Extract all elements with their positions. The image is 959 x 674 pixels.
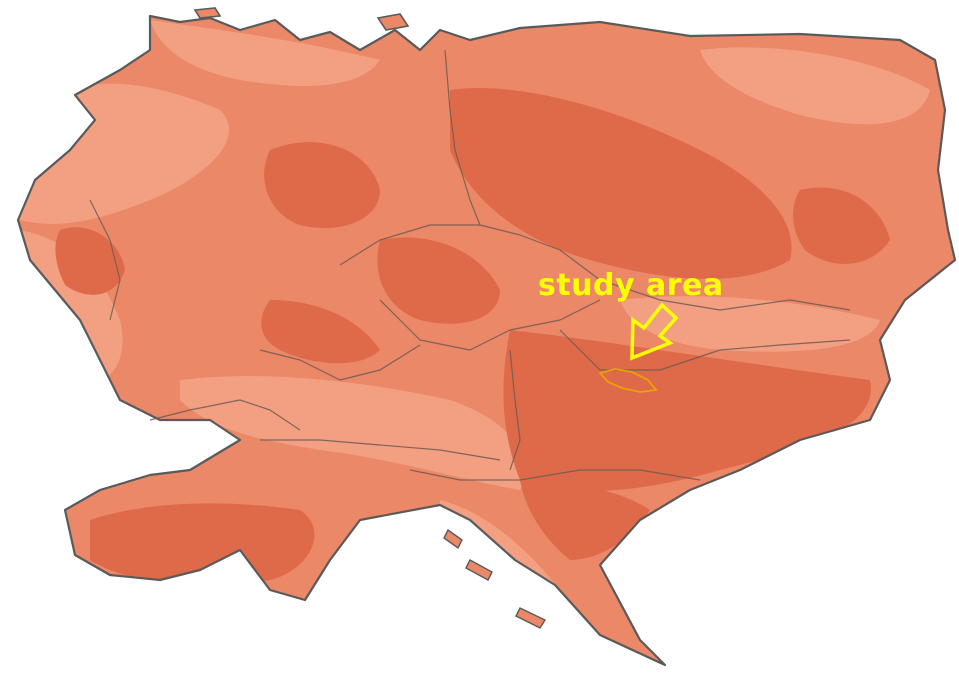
dark-zone-po-valley bbox=[90, 503, 315, 585]
dark-zone-germany-south bbox=[261, 300, 380, 364]
shading-zones bbox=[20, 20, 930, 619]
island-adriatic-1 bbox=[443, 528, 463, 550]
border-slovakia-hungary bbox=[559, 329, 851, 371]
light-zone-north-coast bbox=[150, 20, 380, 86]
border-poland-slovakia bbox=[599, 279, 851, 311]
border-czechia-poland bbox=[519, 234, 601, 281]
border-germany-poland bbox=[444, 49, 481, 226]
island-north-2 bbox=[376, 13, 410, 31]
dark-zone-bohemia bbox=[377, 237, 500, 324]
light-zone-carpathian bbox=[620, 296, 880, 352]
dark-zone-balkan-coast bbox=[520, 480, 650, 560]
dark-zone-germany-central bbox=[264, 142, 380, 229]
border-germany-czechia bbox=[339, 224, 521, 266]
study-area-outline bbox=[598, 368, 658, 393]
arrow-down-left-icon bbox=[630, 302, 679, 361]
border-austria-italy bbox=[260, 439, 501, 461]
border-austria-hungary bbox=[509, 349, 521, 471]
light-zone-west bbox=[20, 230, 123, 382]
dark-zone-northwest bbox=[55, 227, 125, 295]
country-borders bbox=[89, 49, 851, 481]
border-slovenia-croatia bbox=[409, 469, 701, 481]
coastline-outline bbox=[16, 14, 957, 667]
light-zone-northeast bbox=[700, 47, 930, 125]
island-adriatic-2 bbox=[465, 559, 493, 581]
study-area-label: study area bbox=[538, 268, 724, 303]
border-switzerland bbox=[149, 399, 301, 431]
border-germany-west bbox=[89, 199, 121, 321]
island-north-1 bbox=[193, 7, 222, 19]
island-adriatic-3 bbox=[515, 607, 547, 629]
dark-zone-east bbox=[793, 187, 890, 264]
light-zone-alps bbox=[180, 376, 527, 490]
border-czechia-south bbox=[379, 299, 601, 351]
border-germany-austria bbox=[259, 344, 421, 381]
dark-zone-poland bbox=[450, 88, 792, 279]
